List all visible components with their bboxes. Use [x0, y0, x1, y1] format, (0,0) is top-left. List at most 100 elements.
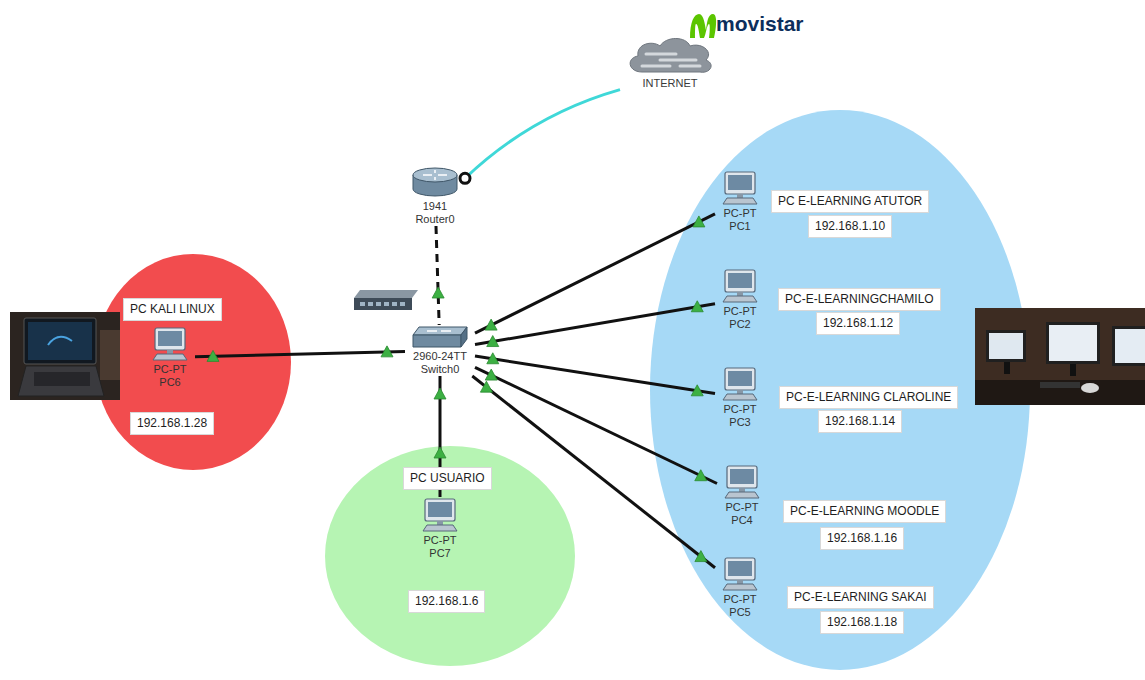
- lab-photo: [1049, 325, 1097, 361]
- pc-device: PC-PT PC2: [715, 268, 765, 331]
- lab-photo: [1112, 326, 1145, 366]
- link-light: [434, 447, 446, 458]
- link-light: [480, 381, 492, 392]
- node-text: PC-PT PC1: [719, 207, 761, 233]
- pc-device: [715, 268, 765, 304]
- switch-device: [413, 335, 461, 347]
- node-text: PC-PT PC4: [721, 501, 763, 527]
- switch-illustration: [354, 290, 418, 298]
- pc-device: [423, 525, 457, 531]
- label-box: 192.168.1.18: [820, 611, 904, 634]
- network-link: [465, 90, 620, 179]
- kali-photo: [24, 318, 96, 364]
- label-box: 192.168.1.14: [818, 410, 902, 433]
- pc-device: [723, 296, 757, 302]
- switch-illustration: [400, 302, 405, 306]
- pc-device: [723, 198, 757, 204]
- switch-illustration: [392, 302, 397, 306]
- pc-device: [715, 556, 765, 592]
- node-text: PC E-LEARNING ATUTOR: [778, 194, 922, 209]
- link-light: [695, 470, 707, 481]
- node-text: PC-PT PC7: [419, 534, 461, 560]
- internet-cloud: INTERNET: [620, 32, 720, 90]
- switch-illustration: [376, 302, 381, 306]
- label-box: 192.168.1.16: [820, 527, 904, 550]
- router-device: [413, 168, 457, 182]
- pc-device: [715, 366, 765, 402]
- pc-device: [437, 521, 443, 525]
- switch-illustration: [354, 298, 412, 310]
- label-box: PC-E-LEARNING SAKAI: [787, 586, 934, 609]
- pc-device: [715, 170, 765, 206]
- kali-photo: [28, 322, 92, 360]
- network-link: [475, 367, 717, 483]
- pc-device: PC-PT PC5: [715, 556, 765, 619]
- switch-illustration: [354, 290, 418, 310]
- pc-device: PC-PT PC7: [415, 497, 465, 560]
- pc-device: [717, 464, 767, 500]
- link-light: [693, 216, 705, 227]
- pc-device: [428, 502, 452, 517]
- node-text: 192.168.1.12: [823, 316, 893, 331]
- user-zone: [325, 446, 575, 666]
- node-text: PC-PT PC2: [719, 305, 761, 331]
- brand-logo: [690, 14, 716, 38]
- lab-photo: [1070, 364, 1076, 376]
- node-text: 192.168.1.10: [815, 219, 885, 234]
- kali-photo: [48, 337, 72, 345]
- switch-illustration: [384, 302, 389, 306]
- link-light: [381, 346, 393, 357]
- node-text: 192.168.1.18: [827, 615, 897, 630]
- label-box: 192.168.1.6: [408, 590, 485, 613]
- network-link: [475, 356, 715, 394]
- kali-photo: [34, 372, 90, 386]
- pc-device: [155, 328, 185, 350]
- lab-photo: [975, 308, 1145, 405]
- pc-device: [158, 331, 182, 346]
- switch-illustration: [360, 302, 365, 306]
- pc-device: [739, 488, 745, 492]
- link-light: [432, 287, 444, 298]
- pc-device: [737, 390, 743, 394]
- switch-device: 2960-24TT Switch0: [405, 325, 475, 376]
- pc-device: PC-PT PC1: [715, 170, 765, 233]
- internet-cloud: [642, 54, 700, 66]
- internet-cloud: [630, 39, 711, 73]
- switch-device: [405, 325, 475, 349]
- pc-device: PC-PT PC3: [715, 366, 765, 429]
- node-text: PC KALI LINUX: [130, 302, 215, 317]
- label-box: PC USUARIO: [403, 467, 492, 490]
- lab-photo: [975, 308, 1145, 405]
- lab-photo: [989, 333, 1023, 359]
- switch-device: [461, 327, 467, 347]
- kali-zone: [95, 254, 291, 470]
- lab-photo: [1004, 362, 1010, 374]
- lab-photo: [1081, 383, 1099, 393]
- elearning-zone: [650, 110, 1030, 670]
- link-light: [485, 369, 497, 380]
- pc-device: [727, 466, 757, 488]
- node-text: 2960-24TT Switch0: [407, 350, 473, 376]
- label-box: PC-E-LEARNINGCHAMILO: [778, 288, 941, 311]
- node-text: 192.168.1.28: [137, 416, 207, 431]
- pc-device: [725, 368, 755, 390]
- switch-device: [413, 327, 467, 335]
- label-box: 192.168.1.12: [816, 312, 900, 335]
- pc-device: PC-PT PC4: [717, 464, 767, 527]
- link-light: [691, 301, 703, 312]
- brand-name: movistar: [716, 12, 804, 36]
- network-link: [475, 304, 715, 345]
- link-light: [207, 350, 219, 361]
- node-text: PC-PT PC3: [719, 403, 761, 429]
- switch-device: [427, 330, 451, 332]
- lab-photo: [975, 380, 1145, 405]
- link-light: [487, 353, 499, 364]
- lab-photo: [1046, 322, 1100, 364]
- pc-device: [723, 584, 757, 590]
- pc-device: [728, 175, 752, 190]
- node-text: 192.168.1.16: [827, 531, 897, 546]
- node-text: PC-E-LEARNING CLAROLINE: [786, 390, 951, 405]
- pc-device: [737, 292, 743, 296]
